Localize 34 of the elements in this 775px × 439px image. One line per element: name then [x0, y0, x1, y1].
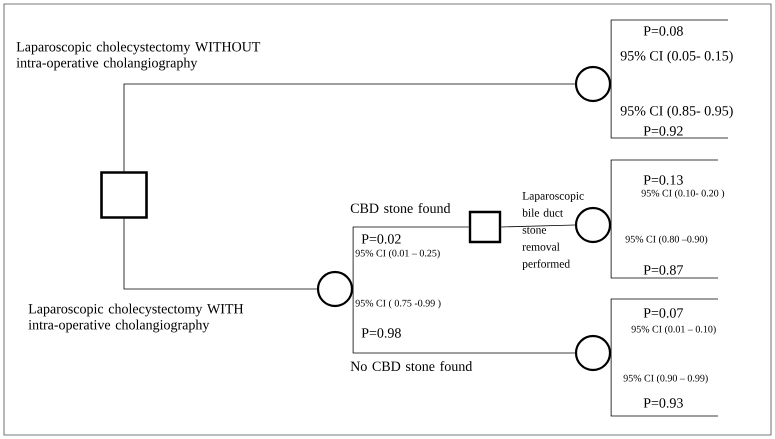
chance-circle — [574, 66, 612, 102]
branch-line — [352, 226, 470, 290]
branch-line — [610, 298, 718, 354]
probability-label: P=0.93 — [644, 398, 683, 408]
branch-line — [610, 84, 728, 138]
branch-line — [610, 352, 718, 416]
confidence-interval-label: 95% CI (0.01 – 0.25) — [356, 249, 440, 259]
decision-square — [100, 171, 148, 219]
branch-line — [352, 288, 576, 354]
edge-label: Laparoscopic cholecystectomy WITHOUT intra-operative cholangiography — [16, 42, 260, 70]
chance-circle — [574, 334, 612, 372]
confidence-interval-label: 95% CI (0.80 –0.90) — [626, 235, 708, 245]
edge-label: Laparoscopic bile duct stone removal performed — [522, 192, 584, 270]
confidence-interval-label: 95% CI ( 0.75 -0.99 ) — [356, 299, 441, 309]
probability-label: P=0.87 — [644, 265, 683, 275]
confidence-interval-label: 95% CI (0.05- 0.15) — [620, 50, 733, 64]
confidence-interval-label: 95% CI (0.10- 0.20 ) — [642, 189, 724, 199]
branch-line — [610, 20, 728, 84]
edge-label: CBD stone found — [350, 203, 450, 213]
branch-line — [610, 224, 718, 278]
edge-label: No CBD stone found — [350, 361, 472, 371]
decision-square — [468, 210, 502, 244]
edge-label: Laparoscopic cholecystectomy WITH intra-operative cholangiography — [28, 304, 244, 332]
branch-line — [124, 218, 318, 290]
confidence-interval-label: 95% CI (0.90 – 0.99) — [624, 374, 708, 384]
probability-label: P=0.98 — [362, 328, 401, 338]
branch-line — [610, 160, 718, 226]
chance-circle — [316, 270, 354, 308]
probability-label: P=0.07 — [644, 308, 683, 318]
branch-line — [124, 84, 576, 172]
branch-line — [500, 224, 576, 228]
probability-label: P=0.92 — [644, 126, 683, 136]
chance-circle — [574, 206, 612, 244]
confidence-interval-label: 95% CI (0.85- 0.95) — [620, 106, 733, 118]
